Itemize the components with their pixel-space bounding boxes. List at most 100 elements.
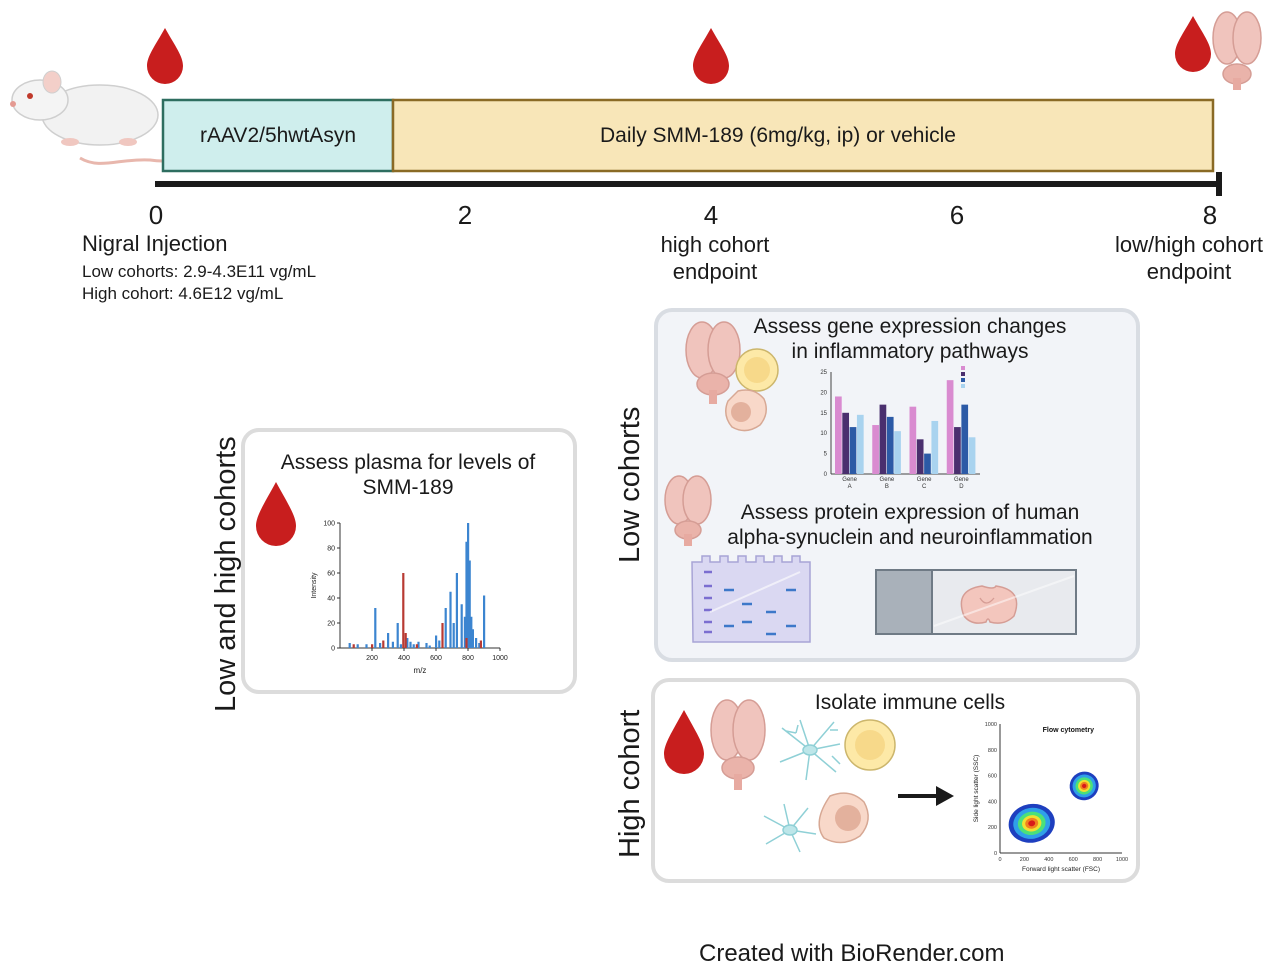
ms-peak-blue — [365, 644, 368, 648]
tick-4: 4 — [703, 200, 719, 230]
gene-category-label: D — [959, 484, 964, 490]
gene-category-label: Gene — [917, 477, 932, 483]
low-cohorts-side-label: Low cohorts — [614, 406, 646, 563]
cell-icon-pink-high — [818, 792, 869, 844]
ms-peak-blue — [438, 640, 441, 648]
ms-peak-red — [402, 573, 405, 648]
ms-x-tick-label: 400 — [398, 655, 410, 662]
flow-cytometry-chart: Flow cytometry00200200400400600600800800… — [973, 722, 1128, 873]
high-cohort-dose: High cohort: 4.6E12 vg/mL — [82, 284, 284, 303]
arrow-right-icon — [898, 786, 954, 806]
timeline-graphic — [10, 11, 1262, 196]
ms-x-tick-label: 600 — [430, 655, 442, 662]
gene-bar — [879, 404, 887, 474]
gene-bar — [946, 380, 954, 474]
ms-peak-blue — [455, 573, 458, 648]
flow-y-tick-label: 600 — [988, 774, 997, 780]
ms-peak-blue — [444, 608, 447, 648]
blood-drop-icon-mid — [693, 28, 729, 84]
phase1-label: rAAV2/5hwtAsyn — [199, 124, 356, 147]
gene-bar — [916, 439, 924, 474]
gene-category-label: B — [885, 484, 889, 490]
gene-bar — [872, 425, 879, 474]
ms-peak-blue — [452, 623, 455, 648]
tick-2: 2 — [457, 200, 473, 230]
gene-bar — [835, 396, 842, 474]
flow-x-tick-label: 0 — [998, 857, 1001, 863]
ms-peak-blue — [417, 641, 420, 648]
gene-bar — [886, 416, 894, 474]
high-cohort-side-label: High cohort — [614, 709, 646, 858]
ms-x-tick-label: 800 — [462, 655, 474, 662]
gene-legend-swatch — [961, 366, 965, 370]
brain-section-icon — [960, 585, 1018, 624]
flow-ylabel: Side light scatter (SSC) — [973, 755, 980, 823]
ms-peak-blue — [356, 644, 359, 648]
flow-x-tick-label: 400 — [1044, 857, 1053, 863]
ms-peak-blue — [409, 641, 412, 648]
flow-x-tick-label: 800 — [1093, 857, 1102, 863]
flow-y-tick-label: 800 — [988, 748, 997, 754]
ms-peak-blue — [449, 591, 452, 648]
ms-peak-blue — [412, 644, 415, 648]
gene-bar — [842, 412, 850, 474]
gene-bar — [954, 427, 961, 474]
gene-legend-swatch — [961, 384, 965, 388]
plasma-side-label: Low and high cohorts — [210, 436, 242, 712]
ms-y-tick-label: 40 — [327, 596, 335, 603]
ms-y-tick-label: 60 — [327, 571, 335, 578]
western-blot-gel — [691, 555, 811, 643]
ms-peak-blue — [396, 623, 399, 648]
cell-icon-yellow — [735, 348, 779, 392]
ms-peak-blue — [428, 645, 431, 648]
cell-icon-yellow-high — [844, 719, 896, 771]
gene-y-tick-label: 15 — [820, 411, 827, 417]
phase2-box — [391, 98, 1215, 173]
ms-peak-blue — [435, 635, 438, 648]
ms-x-tick-label: 200 — [366, 655, 378, 662]
ms-peak-blue — [387, 633, 390, 648]
ms-peak-blue — [470, 616, 473, 648]
gene-y-tick-label: 5 — [824, 452, 828, 458]
gene-bar — [968, 437, 976, 474]
phase2-label: Daily SMM-189 (6mg/kg, ip) or vehicle — [600, 124, 956, 147]
ms-peak-blue — [471, 629, 474, 648]
gene-legend-swatch — [961, 372, 965, 376]
gene-category-label: Gene — [880, 477, 895, 483]
brain-icon-gene — [685, 321, 741, 404]
ms-peak-blue — [399, 644, 402, 648]
gene-y-tick-label: 25 — [820, 370, 827, 376]
ms-x-tick-label: 1000 — [492, 655, 508, 662]
cell-icon-pink — [725, 389, 767, 432]
flow-y-tick-label: 200 — [988, 825, 997, 831]
mid-endpoint-label: high cohort endpoint — [660, 232, 770, 284]
gene-icons — [685, 321, 779, 432]
ms-peak-blue — [468, 560, 471, 648]
ms-peak-blue — [483, 595, 486, 648]
brain-icon-high — [710, 699, 766, 790]
ms-ylabel: Intensity — [311, 572, 318, 599]
immune-icons — [664, 699, 896, 853]
biorender-credit: Created with BioRender.com — [699, 940, 1005, 967]
microscope-slide-icon — [875, 569, 1077, 635]
ms-peak-blue — [379, 643, 382, 648]
ms-peak-blue — [465, 541, 468, 648]
nigral-injection-label: Nigral Injection — [82, 231, 228, 256]
microglia-icon — [763, 719, 841, 853]
ms-peak-blue — [467, 523, 470, 648]
brain-icon-end — [1212, 11, 1262, 90]
gene-legend-swatch — [961, 378, 965, 382]
gene-bar — [931, 420, 939, 474]
flow-population-2 — [1082, 783, 1087, 789]
flow-x-tick-label: 1000 — [1116, 857, 1128, 863]
ms-peak-blue — [374, 608, 377, 648]
ms-peak-blue — [348, 643, 351, 648]
flow-population-1 — [1028, 820, 1036, 827]
gene-bar — [909, 406, 917, 474]
gene-bar — [856, 414, 864, 474]
ms-y-tick-label: 100 — [323, 521, 335, 528]
ms-y-tick-label: 0 — [331, 646, 335, 653]
gene-bar — [894, 431, 901, 474]
mouse-icon — [10, 70, 189, 165]
ms-y-tick-label: 80 — [327, 546, 335, 553]
